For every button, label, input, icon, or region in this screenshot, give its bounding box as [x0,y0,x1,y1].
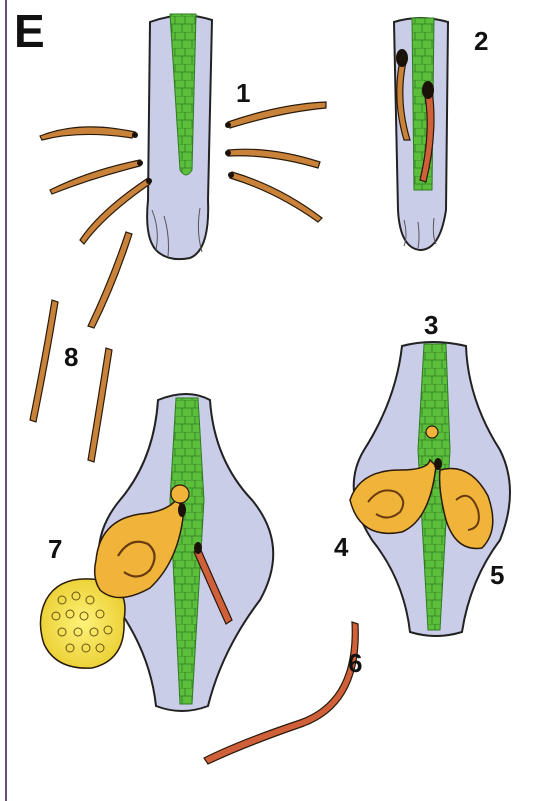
juvenile-worm [230,172,322,222]
stage-label-1: 1 [236,80,250,106]
stage-label-4: 4 [334,534,348,560]
stage-label-8: 8 [64,344,78,370]
panel-letter: E [14,8,45,54]
stage-label-5: 5 [490,562,504,588]
stage-label-7: 7 [48,536,62,562]
juvenile-worm [30,300,58,422]
stage-label-6: 6 [348,650,362,676]
root-gall-stage-7 [40,394,273,711]
second-stage-juveniles-group-8 [30,232,132,462]
juvenile-worm [40,127,135,140]
juvenile-worm [88,232,132,328]
stage-label-3: 3 [424,312,438,338]
juvenile-worm [80,178,150,244]
juvenile-worm [228,149,320,168]
root-tip-stage-2 [394,18,448,250]
root-gall-stage-3 [350,342,510,636]
root-tip-stage-1 [147,14,212,259]
stage-label-2: 2 [474,28,488,54]
juvenile-worm [50,160,140,194]
juvenile-worm [88,348,112,462]
